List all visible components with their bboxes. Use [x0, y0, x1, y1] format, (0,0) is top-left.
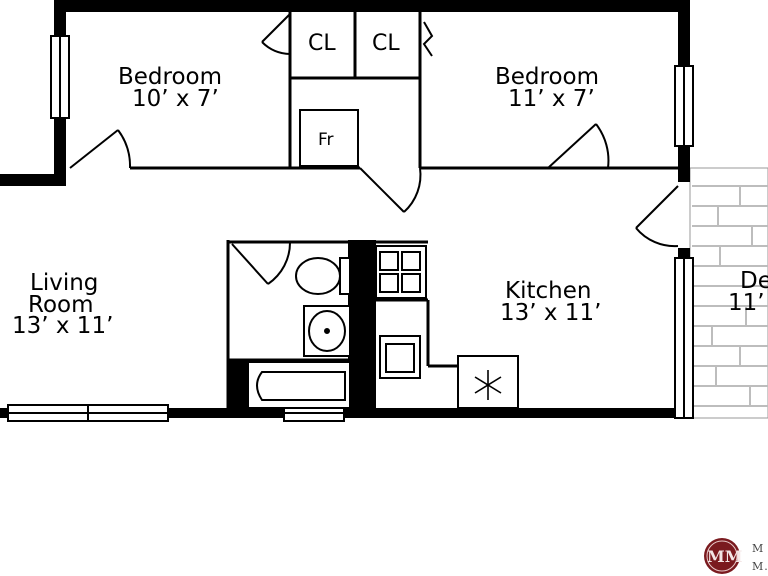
logo-line1: M: [752, 542, 764, 555]
living-room-name-line1: Living: [30, 270, 98, 296]
logo-monogram: MM: [707, 547, 742, 566]
snowflake-icon: [474, 370, 502, 400]
living-room-size: 13’ x 11’: [12, 313, 113, 339]
closet-2-label: CL: [372, 31, 400, 56]
bedroom-left-name: Bedroom: [118, 64, 222, 90]
interior-walls: [130, 12, 678, 410]
windows: [7, 35, 694, 422]
toilet-bowl: [295, 257, 341, 295]
brand-logo: MM M M.: [704, 538, 768, 574]
bedroom-left-size: 10’ x 7’: [132, 86, 219, 112]
deck-name: De: [740, 268, 768, 294]
toilet-tank: [339, 257, 351, 295]
logo-line2: M.: [752, 560, 768, 573]
kitchen-size: 13’ x 11’: [500, 300, 601, 326]
bathroom-fixtures: [247, 257, 351, 409]
kitchen-name: Kitchen: [505, 278, 591, 304]
doors: [69, 13, 679, 285]
kitchen-fixtures: [375, 245, 519, 409]
fridge: Fr: [299, 109, 359, 167]
fridge-label: Fr: [318, 130, 334, 150]
living-room-name-line2: Room: [28, 292, 94, 318]
bedroom-right-name: Bedroom: [495, 64, 599, 90]
bedroom-right-size: 11’ x 7’: [508, 86, 595, 112]
deck-area: [689, 167, 768, 419]
deck-size: 11’: [728, 290, 765, 316]
room-labels: Bedroom 10’ x 7’ Bedroom 11’ x 7’ Living…: [12, 31, 768, 339]
closet-1-label: CL: [308, 31, 336, 56]
